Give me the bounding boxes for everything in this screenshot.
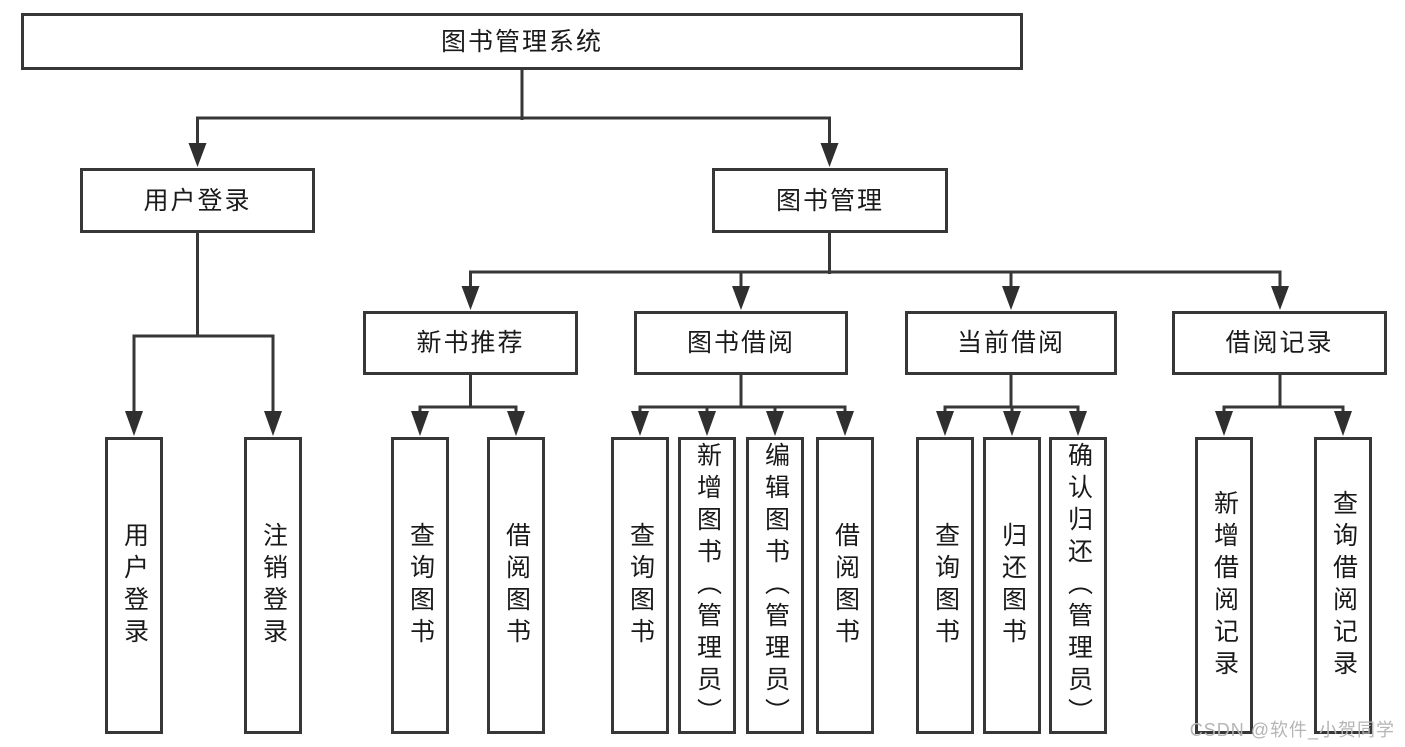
node-label: 归还图书	[998, 521, 1027, 650]
node-root: 图书管理系统	[21, 13, 1023, 70]
node-label: 查询借阅记录	[1329, 489, 1358, 682]
node-label: 借阅记录	[1225, 329, 1334, 357]
node-logout: 注销登录	[244, 437, 302, 734]
node-user-login-branch: 用户登录	[80, 168, 315, 233]
node-label: 当前借阅	[956, 329, 1065, 357]
node-label: 图书管理系统	[440, 27, 603, 56]
node-confirm-return-admin: 确认归还（管理员）	[1049, 437, 1107, 734]
node-label: 借阅图书	[831, 521, 860, 650]
node-label: 查询图书	[626, 521, 655, 650]
node-label: 注销登录	[259, 521, 288, 650]
node-label: 用户登录	[143, 186, 252, 215]
node-new-book-recommend: 新书推荐	[363, 311, 578, 375]
node-label: 新增借阅记录	[1210, 489, 1239, 682]
node-label: 借阅图书	[502, 521, 531, 650]
node-add-borrow-record: 新增借阅记录	[1195, 437, 1253, 734]
node-label: 新增图书（管理员）	[693, 441, 722, 730]
node-borrow-books-borrow: 借阅图书	[816, 437, 874, 734]
node-edit-book-admin: 编辑图书（管理员）	[746, 437, 804, 734]
csdn-watermark: CSDN @软件_小贺同学	[1189, 720, 1395, 740]
node-book-management-branch: 图书管理	[712, 168, 948, 233]
node-label: 图书借阅	[686, 329, 795, 357]
node-label: 新书推荐	[416, 329, 525, 357]
node-borrow-records: 借阅记录	[1172, 311, 1387, 375]
node-query-books-recommend: 查询图书	[391, 437, 449, 734]
node-label: 确认归还（管理员）	[1064, 441, 1093, 730]
arrowhead-icon	[125, 143, 1352, 436]
node-query-books-current: 查询图书	[916, 437, 974, 734]
node-user-login: 用户登录	[105, 437, 163, 734]
node-borrow-books-recommend: 借阅图书	[487, 437, 545, 734]
node-current-borrow: 当前借阅	[905, 311, 1117, 375]
node-query-books-borrow: 查询图书	[611, 437, 669, 734]
node-return-book: 归还图书	[983, 437, 1041, 734]
node-label: 编辑图书（管理员）	[761, 441, 790, 730]
node-label: 图书管理	[775, 186, 884, 215]
node-label: 查询图书	[931, 521, 960, 650]
node-add-book-admin: 新增图书（管理员）	[678, 437, 736, 734]
node-query-borrow-record: 查询借阅记录	[1314, 437, 1372, 734]
node-label: 用户登录	[120, 521, 149, 650]
node-book-borrow: 图书借阅	[634, 311, 848, 375]
node-label: 查询图书	[406, 521, 435, 650]
